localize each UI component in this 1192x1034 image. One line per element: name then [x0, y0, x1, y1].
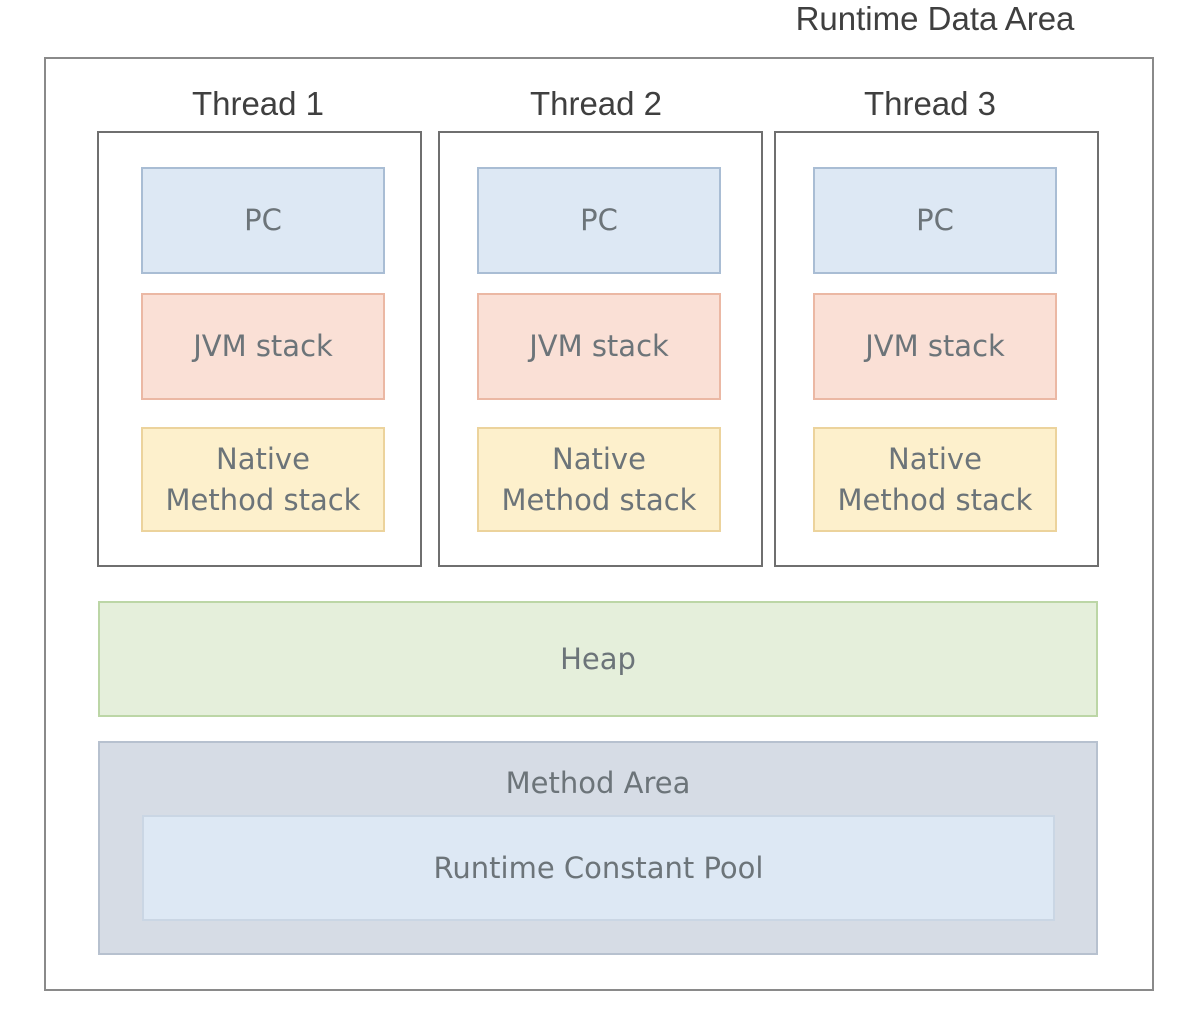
thread-2-native-method-stack-block: Native Method stack [477, 427, 721, 532]
thread-3-label: Thread 3 [863, 85, 997, 122]
heap-block: Heap [98, 601, 1098, 717]
thread-1-pc-block: PC [141, 167, 385, 274]
thread-2-jvm-stack-block: JVM stack [477, 293, 721, 400]
thread-1-box: PC JVM stack Native Method stack [97, 131, 422, 567]
thread-3-pc-block: PC [813, 167, 1057, 274]
thread-2-native-line-1: Native [552, 441, 646, 476]
thread-1-native-line-1: Native [216, 441, 310, 476]
thread-3-box: PC JVM stack Native Method stack [774, 131, 1099, 567]
thread-1-label: Thread 1 [191, 85, 325, 122]
thread-1-native-line-2: Method stack [165, 482, 361, 517]
thread-2-pc-block: PC [477, 167, 721, 274]
thread-3-native-method-stack-block: Native Method stack [813, 427, 1057, 532]
thread-3-native-line-2: Method stack [837, 482, 1033, 517]
method-area-label: Method Area [505, 766, 691, 800]
thread-2-native-line-2: Method stack [501, 482, 697, 517]
thread-3-jvm-stack-block: JVM stack [813, 293, 1057, 400]
thread-2-box: PC JVM stack Native Method stack [438, 131, 763, 567]
runtime-data-area-title: Runtime Data Area [795, 0, 1075, 37]
method-area-block: Method Area Runtime Constant Pool [98, 741, 1098, 955]
thread-1-native-method-stack-block: Native Method stack [141, 427, 385, 532]
thread-3-native-line-1: Native [888, 441, 982, 476]
runtime-constant-pool-block: Runtime Constant Pool [142, 815, 1055, 921]
thread-2-label: Thread 2 [529, 85, 663, 122]
thread-1-jvm-stack-block: JVM stack [141, 293, 385, 400]
